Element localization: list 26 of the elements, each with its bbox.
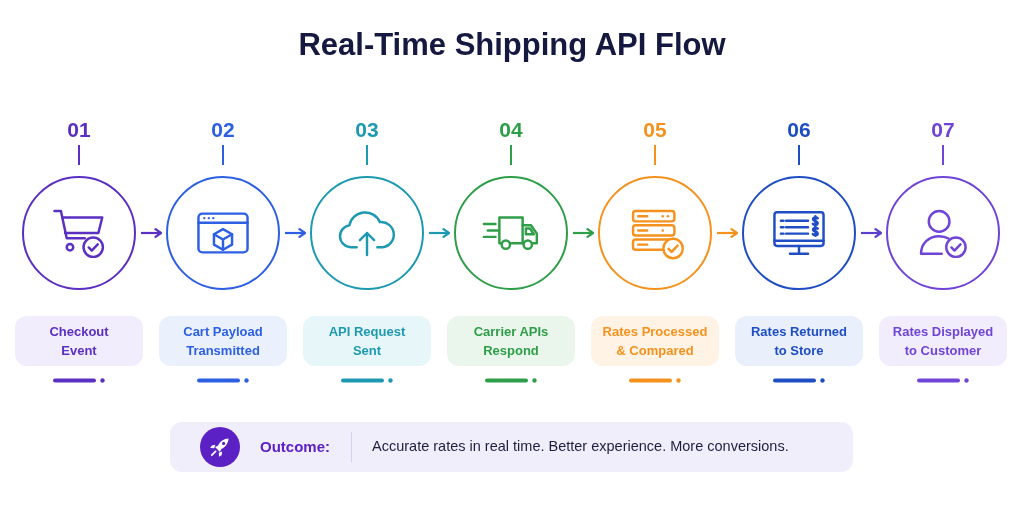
arrow: [429, 228, 451, 238]
arrow: [861, 228, 883, 238]
outcome-banner: [170, 422, 853, 472]
step-card: [591, 316, 719, 366]
step-title: Rates Displayed to Customer: [891, 323, 995, 360]
step-number: 03: [355, 118, 379, 142]
step-title: Rates Returned to Store: [749, 323, 849, 360]
arrow: [141, 228, 163, 238]
step-number: 06: [787, 118, 811, 142]
arrow: [285, 228, 307, 238]
step-title: API Request Sent: [327, 323, 407, 360]
step-number: 07: [931, 118, 955, 142]
arrow: [717, 228, 739, 238]
step-card: [303, 316, 431, 366]
step-number: 01: [67, 118, 91, 142]
step-title: Cart Payload Transmitted: [182, 323, 264, 360]
step-title: Checkout Event: [48, 323, 110, 360]
title: Real-Time Shipping API Flow: [298, 26, 726, 64]
step-number: 04: [499, 118, 523, 142]
step-title: Carrier APIs Respond: [472, 323, 550, 360]
arrow: [573, 228, 595, 238]
step-title: Rates Processed & Compared: [601, 323, 709, 360]
outcome-label: Outcome:: [260, 436, 330, 457]
step-number: 05: [643, 118, 667, 142]
outcome-text: Accurate rates in real time. Better experience. More conversions.: [372, 437, 789, 457]
step-number: 02: [211, 118, 235, 142]
